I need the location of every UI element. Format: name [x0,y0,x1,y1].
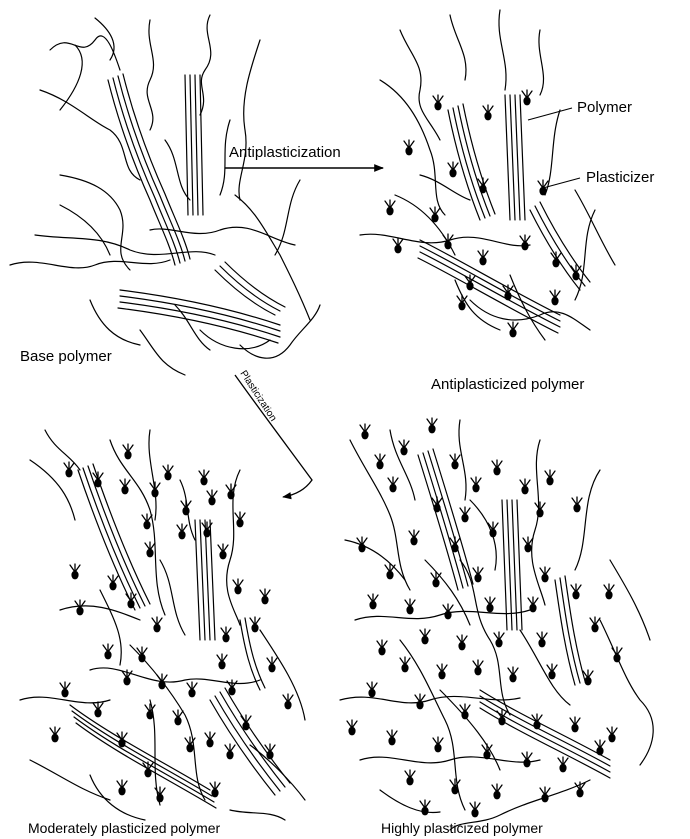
panel-antiplasticized-polymer [360,10,615,340]
antiplasticization-arrow: Antiplasticization [225,144,383,168]
base-polymer-label: Base polymer [20,348,112,365]
panel-highly-plasticized-polymer [340,420,653,830]
plasticizer-callout: Plasticizer [543,169,654,188]
moderately-plasticized-polymer-label: Moderately plasticized polymer [28,820,221,836]
antiplasticization-label: Antiplasticization [229,144,341,161]
highly-plasticized-polymer-label: Highly plasticized polymer [381,820,543,836]
plasticizer-callout-label: Plasticizer [586,169,654,186]
plasticization-label: Plasticization [237,369,278,424]
antiplasticized-polymer-label: Antiplasticized polymer [431,376,584,393]
plasticization-arrow: Plasticization [235,369,312,497]
panel-base-polymer [10,15,320,375]
panel-moderately-plasticized-polymer [20,430,305,820]
polymer-callout-label: Polymer [577,99,632,116]
polymer-callout: Polymer [528,99,632,120]
